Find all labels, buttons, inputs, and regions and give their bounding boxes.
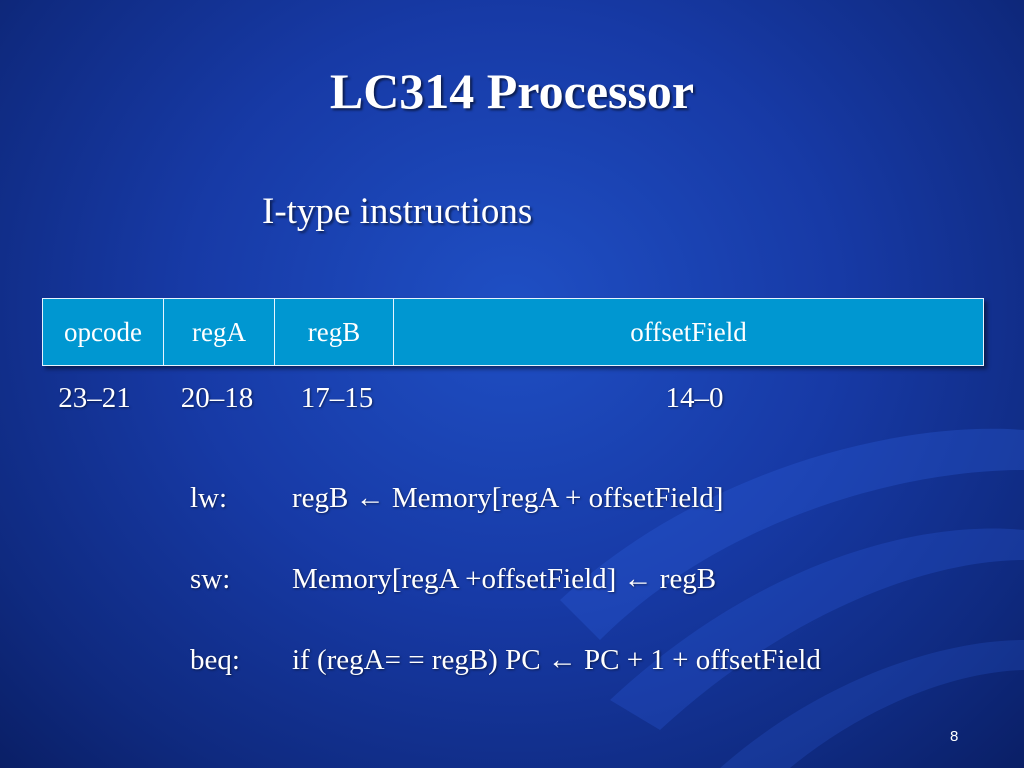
- instruction-mnemonic: sw:: [190, 563, 231, 595]
- page-number: 8: [950, 728, 959, 745]
- bit-range-regb: 17–15: [300, 381, 374, 414]
- bit-range-offsetfield: 14–0: [665, 381, 724, 414]
- bit-range-rega: 20–18: [180, 381, 254, 414]
- instruction-description: regB ← Memory[regA + offsetField]: [292, 482, 724, 514]
- field-rega: regA: [163, 299, 274, 365]
- bit-range-opcode: 23–21: [58, 381, 131, 414]
- field-opcode: opcode: [64, 316, 142, 347]
- field-regb: regB: [274, 299, 393, 365]
- instruction-mnemonic: lw:: [190, 482, 228, 514]
- field-offsetfield: offsetField: [393, 299, 983, 365]
- bit-range-labels: 23–21 20–18 17–15 14–0: [42, 378, 1002, 418]
- slide-subtitle: I-type instructions: [262, 191, 533, 232]
- slide-title: LC314 Processor: [329, 63, 695, 119]
- instruction-mnemonic: beq:: [190, 644, 240, 676]
- instruction-description: Memory[regA +offsetField] ← regB: [292, 563, 717, 595]
- instruction-format-diagram: opcode regA regB offsetField: [42, 298, 984, 366]
- instruction-description: if (regA= = regB) PC ← PC + 1 + offsetFi…: [292, 644, 821, 676]
